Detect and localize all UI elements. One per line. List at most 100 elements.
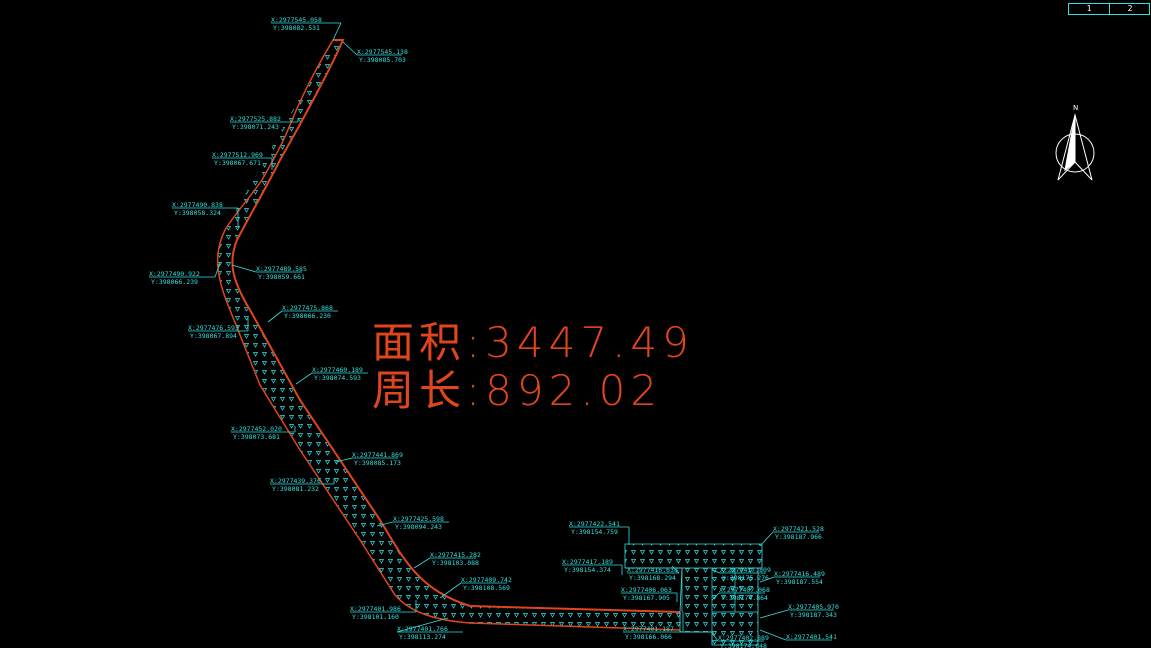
perimeter-value: 892.02	[485, 366, 663, 415]
coordinate-y-label: Y:398066.239	[151, 278, 198, 286]
title-block: 1 2	[1068, 3, 1150, 15]
coordinate-y-label: Y:398094.243	[395, 523, 442, 531]
coordinate-x-label: X:2977489.585	[256, 265, 307, 273]
leader-line	[711, 632, 764, 642]
coordinate-x-label: X:2977490.922	[149, 270, 200, 278]
leader-line	[212, 157, 273, 170]
leader-line	[271, 22, 342, 41]
coordinate-y-label: Y:398082.531	[273, 24, 320, 32]
area-label: 面积:	[372, 318, 486, 367]
coordinate-x-label: X:2977401.766	[397, 625, 448, 633]
coordinate-y-label: Y:398187.554	[776, 578, 823, 586]
coordinate-annotations: X:2977545.058Y:398082.531X:2977545.138Y:…	[149, 16, 839, 648]
leader-line	[231, 426, 296, 433]
coordinate-y-label: Y:398166.066	[625, 633, 672, 641]
coordinate-x-label: X:2977407.068	[719, 586, 770, 594]
coordinate-x-label: X:2977401.541	[786, 633, 837, 641]
leader-line	[376, 521, 449, 527]
north-arrow-icon	[1055, 113, 1095, 181]
north-arrow-letter: N	[1073, 104, 1078, 112]
coordinate-x-label: X:2977409.742	[461, 576, 512, 584]
coordinate-x-label: X:2977452.020	[231, 425, 282, 433]
area-value: 3447.49	[485, 318, 694, 367]
title-block-cell: 2	[1109, 4, 1150, 14]
leader-line	[759, 629, 832, 641]
coordinate-y-label: Y:398187.966	[775, 533, 822, 541]
perimeter-text: 周长:892.02	[372, 369, 662, 413]
parcel-boundary	[231, 39, 681, 613]
coordinate-x-label: X:2977415.282	[430, 551, 481, 559]
coordinate-x-label: X:2977476.593	[188, 324, 239, 332]
coordinate-x-label: X:2977545.138	[357, 48, 408, 56]
leader-line	[562, 564, 623, 575]
leader-line	[759, 531, 819, 547]
coordinate-annotation: X:2977401.541	[759, 629, 837, 641]
coordinate-y-label: Y:398059.661	[258, 273, 305, 281]
leader-line	[267, 310, 338, 323]
parcel-hatch-area	[217, 40, 680, 630]
coordinate-y-label: Y:398168.294	[629, 574, 676, 582]
coordinate-x-label: X:2977416.489	[774, 570, 825, 578]
leader-line	[270, 478, 335, 485]
coordinate-x-label: X:2977405.970	[788, 603, 839, 611]
coordinate-x-label: X:2977512.969	[212, 151, 263, 159]
coordinate-y-label: Y:398073.681	[233, 433, 280, 441]
coordinate-y-label: Y:398154.374	[564, 566, 611, 574]
leader-line	[230, 118, 299, 123]
leader-line	[627, 565, 680, 574]
title-block-cell: 1	[1086, 4, 1092, 13]
coordinate-y-label: Y:398071.243	[232, 123, 279, 131]
leader-line	[439, 582, 507, 599]
coordinate-y-label: Y:398187.343	[790, 611, 837, 619]
coordinate-y-label: Y:398103.088	[432, 559, 479, 567]
leader-line	[759, 609, 834, 619]
coordinate-y-label: Y:398108.569	[463, 584, 510, 592]
parcel-boundary-inner	[216, 39, 681, 631]
coordinate-x-label: X:2977490.838	[172, 201, 223, 209]
coordinate-y-label: Y:398066.230	[284, 312, 331, 320]
coordinate-y-label: Y:398085.173	[354, 459, 401, 467]
leader-line	[413, 557, 476, 569]
coordinate-x-label: X:2977441.869	[352, 451, 403, 459]
leader-line	[759, 576, 820, 583]
leader-line	[342, 41, 402, 56]
leader-line	[711, 592, 765, 601]
coordinate-y-label: Y:398174.648	[720, 642, 767, 648]
coordinate-x-label: X:2977417.809	[720, 566, 771, 574]
coordinate-x-label: X:2977402.889	[718, 634, 769, 642]
coordinate-y-label: Y:398067.894	[190, 332, 237, 340]
coordinate-y-label: Y:398113.274	[399, 633, 446, 641]
leader-line	[231, 264, 302, 273]
leader-line	[335, 457, 398, 463]
coordinate-x-label: X:2977401.986	[350, 605, 401, 613]
coordinate-y-label: Y:398154.759	[571, 528, 618, 536]
coordinate-x-label: X:2977422.541	[569, 520, 620, 528]
block-division-lines	[625, 567, 762, 645]
coordinate-y-label: Y:398085.703	[359, 56, 406, 64]
coordinate-y-label: Y:398067.671	[214, 159, 261, 167]
coordinate-x-label: X:2977406.063	[621, 586, 672, 594]
coordinate-x-label: X:2977417.189	[562, 558, 613, 566]
coordinate-x-label: X:2977460.189	[312, 366, 363, 374]
